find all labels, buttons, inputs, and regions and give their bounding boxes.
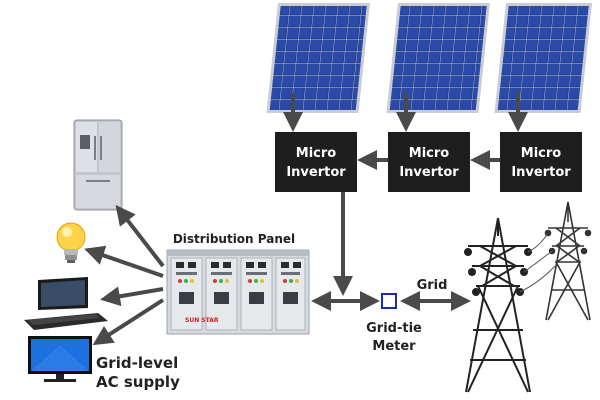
panel-brand-label: SUN STAR: [185, 317, 219, 324]
distribution-panel: SUN STAR: [166, 249, 310, 335]
power-lines: [519, 232, 556, 293]
transmission-tower-icon: [544, 201, 592, 321]
micro-inverter-label: Micro: [409, 146, 450, 161]
micro-inverter-label: Micro: [521, 146, 562, 161]
transmission-tower-icon: [464, 217, 532, 393]
micro-inverter-label: Invertor: [399, 165, 459, 180]
arrow-to-laptop: [100, 286, 164, 307]
arrow-to-bulb: [84, 245, 164, 278]
meter-label-line1: Grid-tie: [366, 321, 422, 336]
micro-inverter-label: Invertor: [286, 165, 346, 180]
light-bulb-icon: [56, 222, 86, 263]
micro-inverter-label: Micro: [296, 146, 337, 161]
television-icon: [28, 336, 92, 382]
refrigerator-icon: [73, 119, 123, 211]
solar-panel-icon: [494, 3, 592, 113]
supply-label-line1: Grid-level: [96, 354, 178, 372]
arrow-to-tv: [92, 298, 165, 346]
meter-label-line2: Meter: [372, 339, 416, 354]
solar-panel-icon: [266, 3, 370, 113]
solar-panel-icon: [386, 3, 490, 113]
grid-label: Grid: [417, 278, 448, 293]
micro-inverter-1: Micro Invertor: [275, 132, 357, 192]
micro-inverter-label: Invertor: [511, 165, 571, 180]
micro-inverter-3: Micro Invertor: [500, 132, 582, 192]
laptop-icon: [24, 277, 108, 330]
arrow-to-fridge: [115, 204, 165, 268]
distribution-panel-label: Distribution Panel: [173, 232, 295, 246]
micro-inverter-2: Micro Invertor: [388, 132, 470, 192]
meter-icon: [381, 293, 397, 309]
supply-label-line2: AC supply: [96, 373, 180, 391]
